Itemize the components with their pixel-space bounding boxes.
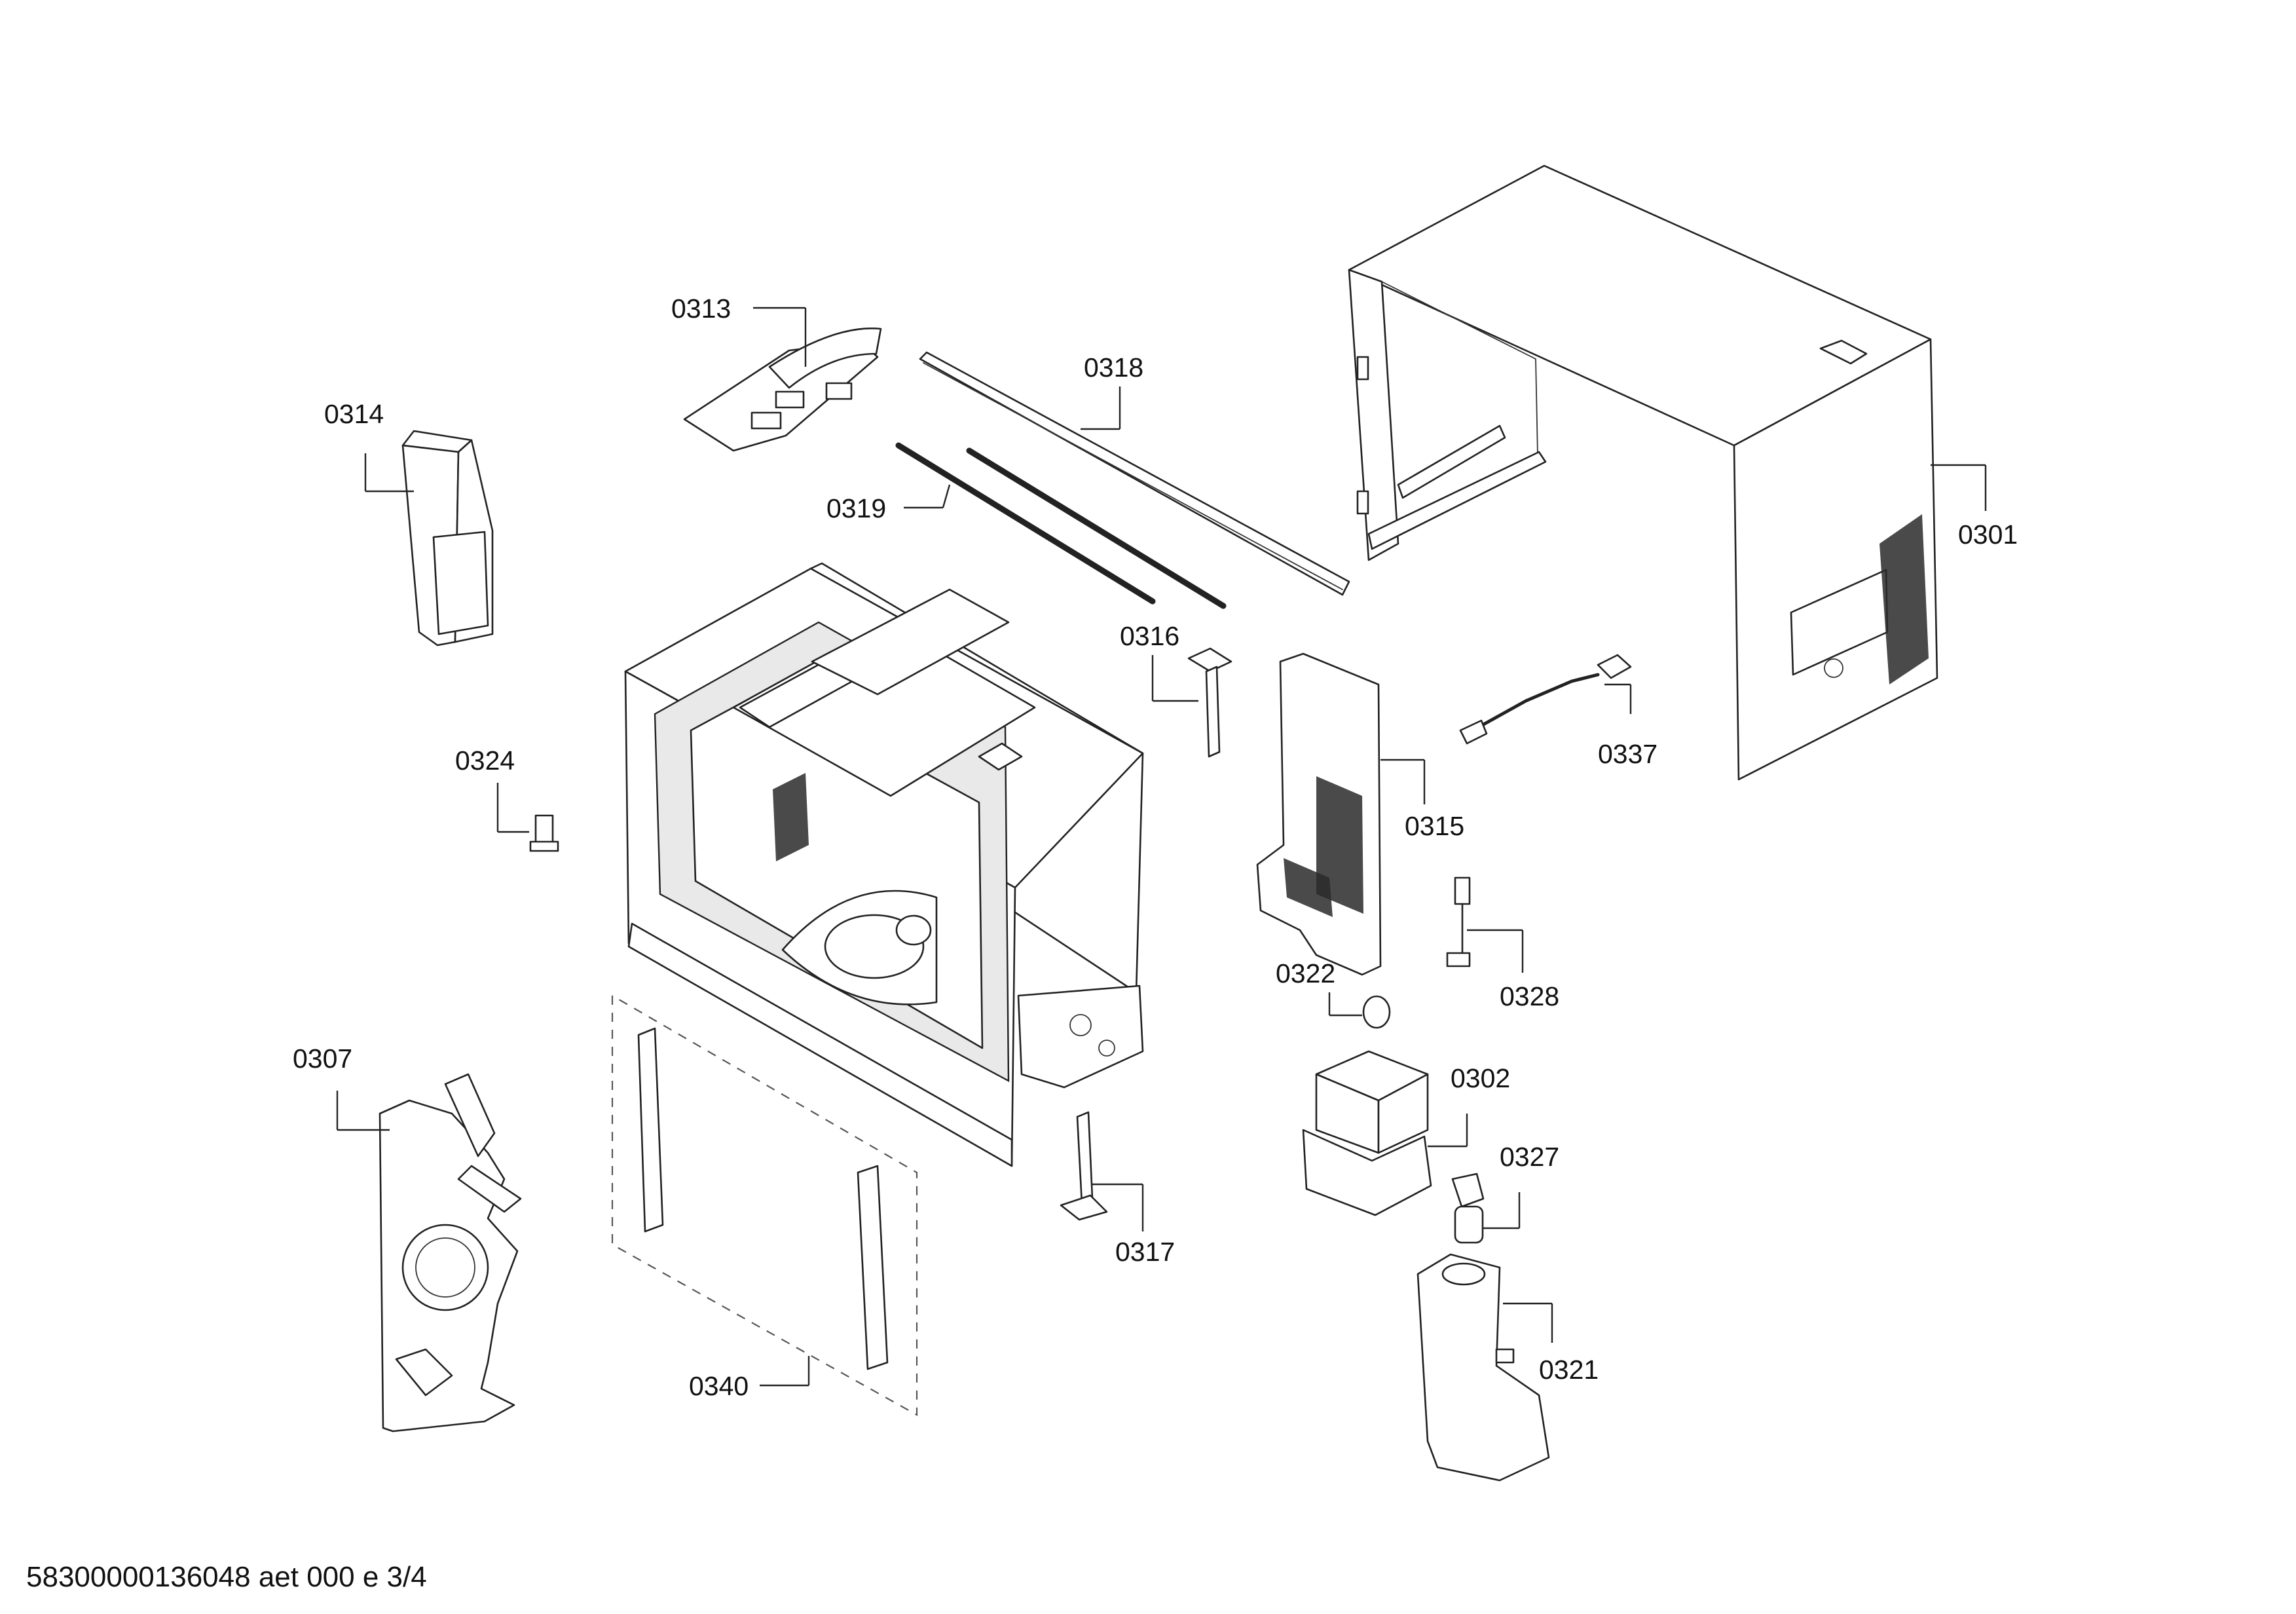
callout-0315: 0315: [1405, 811, 1464, 841]
callout-0321: 0321: [1539, 1355, 1599, 1385]
drawing-footer-code: 58300000136048 aet 000 e 3/4: [26, 1561, 427, 1593]
part-0319-heater-rods[interactable]: 0319: [826, 442, 1227, 609]
callout-0313: 0313: [671, 293, 731, 324]
part-0322-grommet[interactable]: 0322: [1276, 958, 1391, 1029]
part-0317-bracket[interactable]: 0317: [1060, 1111, 1175, 1267]
callout-0314: 0314: [324, 399, 384, 429]
part-0313-duct[interactable]: 0313: [671, 293, 882, 452]
callout-0324: 0324: [455, 745, 515, 776]
callout-0301: 0301: [1958, 519, 2018, 550]
callout-0322: 0322: [1276, 958, 1335, 988]
part-0314-air-duct[interactable]: 0314: [324, 399, 494, 647]
callout-0319: 0319: [826, 493, 886, 523]
part-0324-fastener[interactable]: 0324: [455, 745, 559, 852]
part-0315-side-panel[interactable]: 0315: [1256, 652, 1464, 976]
callout-0337: 0337: [1598, 739, 1657, 769]
callout-0302: 0302: [1451, 1063, 1510, 1093]
callout-0316: 0316: [1120, 621, 1179, 651]
part-0327-capacitor[interactable]: 0327: [1451, 1142, 1559, 1244]
callout-0328: 0328: [1500, 981, 1559, 1011]
callout-0327: 0327: [1500, 1142, 1559, 1172]
part-0340-seal-strips[interactable]: 0340: [611, 995, 918, 1416]
part-0316-bracket[interactable]: 0316: [1120, 621, 1232, 758]
oven-cavity-frame[interactable]: [624, 562, 1144, 1167]
part-0337-mains-cable[interactable]: 0337: [1459, 654, 1657, 769]
part-0328-connector[interactable]: 0328: [1446, 876, 1559, 1011]
callout-0318: 0318: [1084, 352, 1143, 383]
part-0302-transformer[interactable]: 0302: [1302, 1050, 1510, 1216]
part-0307-latch-assembly[interactable]: 0307: [293, 1043, 522, 1433]
part-0318-rail[interactable]: 0318: [919, 351, 1350, 596]
callout-0317: 0317: [1115, 1237, 1175, 1267]
callout-0307: 0307: [293, 1043, 352, 1074]
callout-0340: 0340: [689, 1371, 749, 1401]
part-0301-outer-casing[interactable]: 0301: [1348, 164, 2018, 781]
part-0321-housing[interactable]: 0321: [1416, 1253, 1599, 1482]
